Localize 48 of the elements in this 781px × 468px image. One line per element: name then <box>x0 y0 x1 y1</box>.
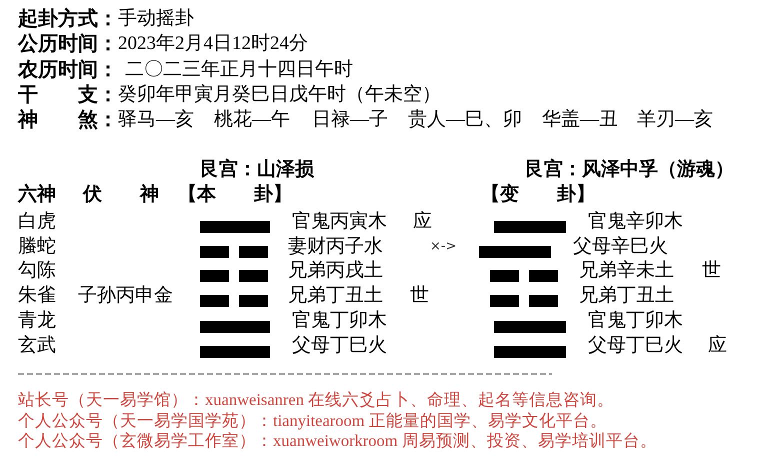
field-value: 二〇二三年正月十四日午时 <box>125 60 353 79</box>
field-label: 公历时间： <box>18 33 118 53</box>
spirit-name: 勾陈 <box>18 260 56 280</box>
field-label: 起卦方式： <box>18 8 118 28</box>
contact-note: 个人公众号（天一易学国学苑）：tianyitearoom 正能量的国学、易学文化平台。 <box>18 412 607 430</box>
contact-note: 个人公众号（玄微易学工作室）：xuanweiworkroom 周易预测、投资、易学培训平台。 <box>18 432 657 450</box>
column-header: 【变 卦】 <box>481 184 595 204</box>
spirit-name: 螣蛇 <box>18 236 56 256</box>
hexagram-title: 艮宫：山泽损 <box>200 160 314 179</box>
field-label: 农历时间： <box>18 59 118 79</box>
field-label: 干 支： <box>18 84 118 104</box>
column-header: 六神 <box>18 184 56 204</box>
hidden-line-label: 子孙丙申金 <box>78 286 173 305</box>
field-value: 癸卯年甲寅月癸巳日戊午时（午未空） <box>118 84 441 104</box>
line-label: 父母辛巳火 <box>573 236 668 256</box>
spirit-star-item: 日禄—子 <box>312 110 388 129</box>
column-header: 伏 神 <box>83 184 159 204</box>
field-value: 手动摇卦 <box>118 8 194 28</box>
line-label: 父母丁巳火 <box>292 336 387 355</box>
line-marker: 世 <box>410 286 429 305</box>
spirit-star-item: 贵人—巳、卯 <box>408 110 522 129</box>
column-header: 【本 卦】 <box>178 184 292 204</box>
line-label: 父母丁巳火 <box>588 336 683 355</box>
spirit-star-item: 羊刃—亥 <box>637 110 713 129</box>
spirit-star-item: 华盖—丑 <box>542 110 618 129</box>
spirit-name: 朱雀 <box>18 286 56 305</box>
line-marker: 应 <box>708 336 727 355</box>
line-label: 官鬼丙寅木 <box>292 212 387 231</box>
contact-note: 站长号（天一易学馆）：xuanweisanren 在线六爻占卜、命理、起名等信息咨询。 <box>18 392 614 408</box>
spirit-name: 白虎 <box>18 212 56 231</box>
line-label: 官鬼丁卯木 <box>588 310 683 330</box>
spirit-name: 玄武 <box>18 336 56 355</box>
hexagram-title: 艮宫：风泽中孚（游魂） <box>525 160 734 179</box>
line-marker: 世 <box>702 260 721 280</box>
spirit-star-item: 桃花—午 <box>214 110 290 129</box>
line-label: 官鬼丁卯木 <box>292 310 387 330</box>
line-label: 兄弟丙戌土 <box>288 260 383 280</box>
line-label: 妻财丙子水 <box>288 236 383 256</box>
line-label: 兄弟辛未土 <box>579 260 674 280</box>
field-label: 神 煞： <box>18 109 118 129</box>
line-label: 兄弟丁丑土 <box>288 286 383 305</box>
spirit-name: 青龙 <box>18 310 56 330</box>
line-label: 兄弟丁丑土 <box>579 286 674 305</box>
line-marker: 应 <box>413 212 432 231</box>
change-mark: ×-> <box>430 240 456 253</box>
field-value: 2023年2月4日12时24分 <box>118 34 308 53</box>
line-label: 官鬼辛卯木 <box>588 212 683 231</box>
spirit-star-item: 驿马—亥 <box>118 110 194 129</box>
